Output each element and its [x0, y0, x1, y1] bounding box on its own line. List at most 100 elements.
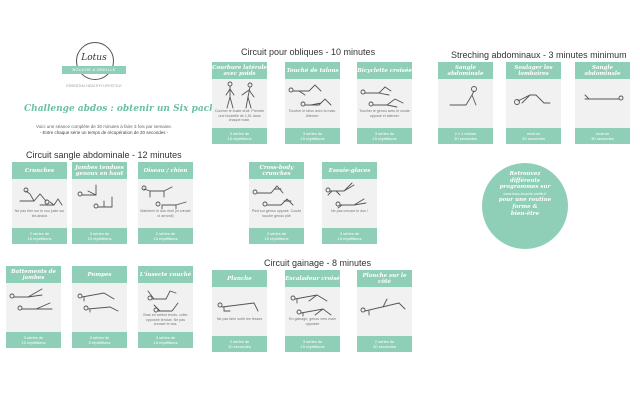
- card-footer-reps: 15 répétitions: [153, 340, 178, 345]
- promo-circle: Retrouvez différents programmes sur www.…: [482, 163, 568, 249]
- promo-line-4: pour une routine: [498, 197, 552, 204]
- card-footer-reps: 30 secondes: [522, 136, 545, 141]
- intro-text: Voici une séance complète de 30 minutes …: [24, 124, 184, 136]
- card-footer-reps: 15 répétitions: [227, 136, 252, 141]
- logo-ribbon: [62, 66, 126, 74]
- battements-illustration: [9, 288, 53, 311]
- promo-line-2: différents: [509, 177, 541, 184]
- logo: Lotus BOUCHE A OREILLE ESSENTIAL HEALTHY…: [58, 42, 130, 104]
- exercise-card-courbure: Courbure latérale avec poids Courber le …: [212, 62, 267, 144]
- card-description: Courber le buste droit. Prendre une bout…: [214, 109, 265, 122]
- logo-tagline: ESSENTIAL HEALTHY LIFESTYLE: [66, 84, 122, 88]
- card-footer-sets: 2 séries de: [374, 339, 395, 344]
- card-footer-sets: 2 séries de: [29, 231, 50, 236]
- card-footer-reps: 30 secondes: [228, 344, 251, 349]
- cross-body-illustration: [252, 185, 294, 207]
- card-footer-reps: 15 répétitions: [300, 136, 325, 141]
- card-footer-sets: environ: [595, 131, 610, 136]
- card-description: Maintenir le dos droit (ni creusé ni arr…: [140, 209, 191, 218]
- card-description: En gainage, genou vers main opposée: [289, 317, 336, 326]
- escaladeur-illustration: [290, 294, 332, 317]
- logo-ribbon-text: BOUCHE A OREILLE: [72, 67, 116, 72]
- card-footer-sets: 3 séries de: [302, 339, 323, 344]
- card-footer-reps: 15 répétitions: [264, 236, 289, 241]
- card-title: Bicyclette croisée: [357, 62, 412, 79]
- card-footer-sets: 3 séries de: [89, 335, 110, 340]
- section-title-gainage: Circuit gainage - 8 minutes: [264, 258, 372, 268]
- card-footer-sets: 3 séries de: [229, 131, 250, 136]
- planche-illustration: [217, 302, 259, 312]
- exercise-card-escaladeur: Escaladeur croisé En gainage, genou vers…: [285, 270, 340, 352]
- card-footer-reps: 30 secondes: [373, 344, 396, 349]
- card-title: Planche sur le côté: [357, 270, 412, 287]
- exercise-card-essuie-glaces: Essuie-glaces Ne pas creuser le dos ! 3 …: [322, 162, 377, 244]
- card-footer-sets: 2 séries de: [229, 339, 250, 344]
- promo-line-1: Retrouvez: [509, 171, 541, 177]
- card-title: Battements de jambes: [6, 266, 61, 283]
- card-title: Oiseau / chien: [138, 162, 193, 179]
- card-footer-sets: environ: [526, 131, 541, 136]
- card-footer-reps: 15 répétitions: [300, 344, 325, 349]
- card-title: Courbure latérale avec poids: [212, 62, 267, 79]
- promo-line-5: forme &: [512, 203, 538, 210]
- card-description: Bras en arrière tendu, coller opposée te…: [143, 313, 188, 326]
- insecte-illustration: [147, 290, 179, 313]
- section-title-stretching: Streching abdominaux - 3 minutes minimum: [451, 50, 627, 60]
- card-title: Escaladeur croisé: [285, 270, 340, 287]
- exercise-card-crunches: Crunches Ne pas tirer sur le cou juste s…: [12, 162, 67, 244]
- card-footer-reps: 5 répétitions: [88, 340, 111, 345]
- courbure-illustration: [225, 81, 255, 109]
- card-footer-reps: 15 répétitions: [87, 236, 112, 241]
- jambes-tendues-illustration: [77, 184, 113, 209]
- section-title-obliques: Circuit pour obliques - 10 minutes: [241, 47, 376, 57]
- card-footer-sets: 3 séries de: [302, 131, 323, 136]
- section-title-sangle: Circuit sangle abdominale - 12 minutes: [26, 150, 182, 160]
- card-footer-sets: 3 séries de: [23, 335, 44, 340]
- pompes-illustration: [77, 292, 119, 313]
- card-footer-reps: 30 secondes: [591, 136, 614, 141]
- sangle-abdominale-2-illustration: [584, 94, 624, 101]
- card-footer-reps: 15 répétitions: [27, 236, 52, 241]
- card-footer-sets: 3 séries de: [89, 231, 110, 236]
- card-footer-sets: 3 séries de: [339, 231, 360, 236]
- promo-url[interactable]: www.lotus-bouche-oreille.fr: [503, 191, 547, 196]
- card-footer-reps: 15 répétitions: [153, 236, 178, 241]
- planche-cote-illustration: [360, 298, 406, 316]
- card-title: Pompes: [72, 266, 127, 283]
- intro-line-2: - Entre chaque série un temps de récupér…: [39, 130, 169, 135]
- promo-line-3: programmes sur: [499, 184, 551, 191]
- card-title: Soulager les lombaires: [506, 62, 561, 79]
- card-footer-sets: 3 séries de: [374, 131, 395, 136]
- exercise-card-jambes-tendues: Jambes tendues genoux en haut 3 séries d…: [72, 162, 127, 244]
- card-title: Planche: [212, 270, 267, 287]
- intro-line-1: Voici une séance complète de 30 minutes …: [35, 124, 173, 129]
- card-description: Ne pas creuser le dos !: [331, 209, 368, 213]
- card-footer-reps: 15 répétitions: [372, 136, 397, 141]
- card-footer-reps: 10 répétitions: [21, 340, 46, 345]
- exercise-card-bicyclette: Bicyclette croisée Toucher le genou avec…: [357, 62, 412, 144]
- promo-line-6: bien-être: [510, 210, 540, 217]
- card-title: Sangle abdominale: [438, 62, 493, 79]
- logo-circle: [76, 42, 114, 80]
- oiseau-chien-illustration: [141, 185, 187, 209]
- exercise-card-touche-talons: Touché de talons Toucher le talon avec l…: [285, 62, 340, 144]
- card-footer-sets: 2 x 1 minute: [454, 131, 477, 136]
- touche-talons-illustration: [288, 84, 332, 107]
- card-footer-reps: 15 répétitions: [337, 236, 362, 241]
